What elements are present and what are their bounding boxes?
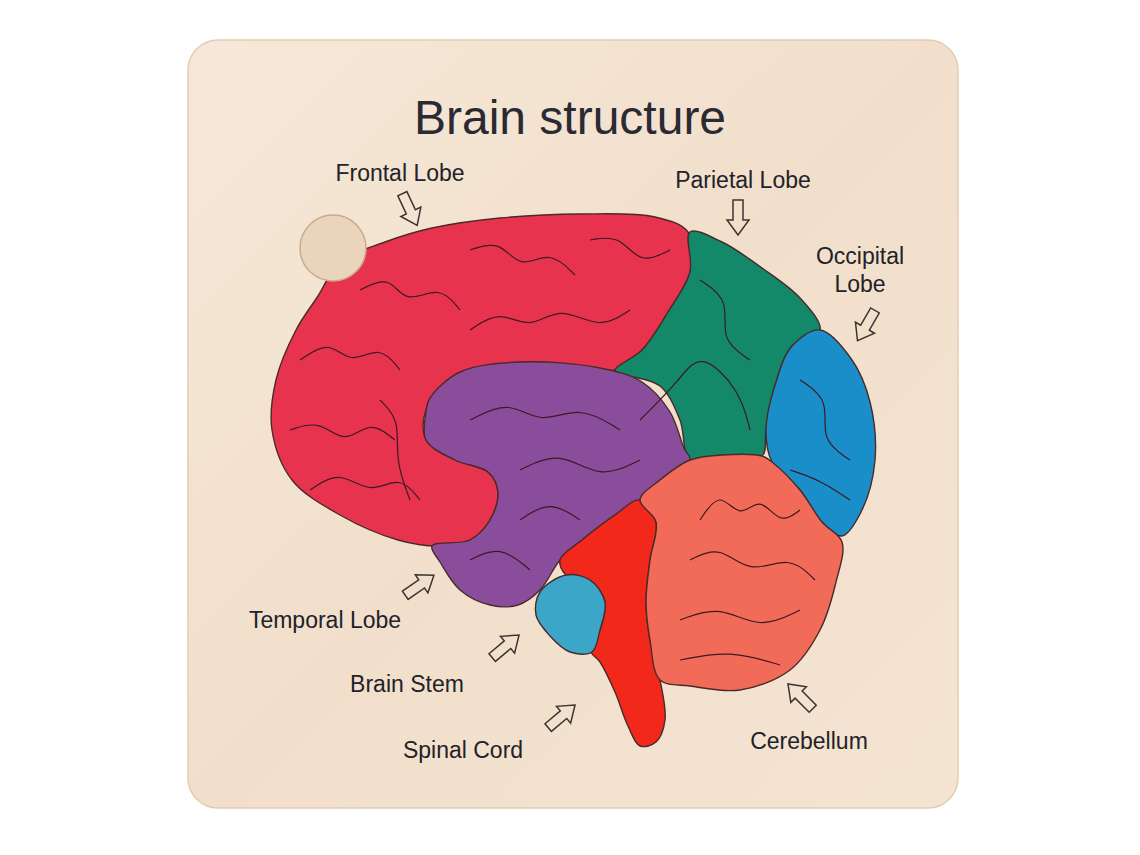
outline-arrow bbox=[392, 189, 427, 230]
board-title: Brain structure bbox=[414, 90, 726, 145]
brain-fold bbox=[520, 507, 580, 520]
outline-arrow bbox=[399, 566, 440, 604]
part-label: Frontal Lobe bbox=[310, 159, 490, 187]
brain-fold bbox=[700, 280, 750, 360]
cerebellum-piece bbox=[640, 454, 843, 690]
brain-fold bbox=[590, 238, 670, 258]
outline-arrow bbox=[485, 627, 526, 666]
outline-arrow bbox=[727, 200, 749, 235]
pointer-arrows bbox=[392, 189, 884, 736]
outline-arrow bbox=[541, 697, 582, 736]
brain-fold bbox=[300, 347, 400, 370]
brain-fold bbox=[360, 282, 460, 310]
brain-fold bbox=[680, 610, 800, 623]
brain-fold bbox=[690, 552, 815, 580]
brain-fold bbox=[700, 500, 800, 520]
part-label: Brain Stem bbox=[327, 670, 487, 698]
finger-hole bbox=[300, 215, 366, 281]
brain-fold bbox=[470, 245, 575, 275]
wooden-board bbox=[188, 40, 958, 808]
outline-arrow bbox=[848, 305, 885, 346]
brain-pieces bbox=[271, 214, 875, 747]
brain-fold bbox=[680, 654, 780, 665]
part-label: Temporal Lobe bbox=[225, 606, 425, 634]
part-label: Cerebellum bbox=[729, 727, 889, 755]
part-label: Parietal Lobe bbox=[653, 166, 833, 194]
brain-fold bbox=[470, 551, 530, 570]
part-label: Occipital Lobe bbox=[805, 242, 915, 298]
brain-fold bbox=[800, 380, 850, 460]
brain-stem-piece bbox=[535, 575, 605, 655]
brain-fold bbox=[790, 470, 850, 500]
outline-arrow bbox=[780, 676, 820, 716]
brain-fold bbox=[380, 400, 410, 500]
brain-fold bbox=[290, 425, 395, 440]
brain-fold bbox=[520, 458, 640, 472]
brain-fold bbox=[470, 310, 630, 330]
brain-fold bbox=[640, 361, 750, 430]
brain-fold bbox=[470, 407, 620, 430]
part-label: Spinal Cord bbox=[383, 736, 543, 764]
